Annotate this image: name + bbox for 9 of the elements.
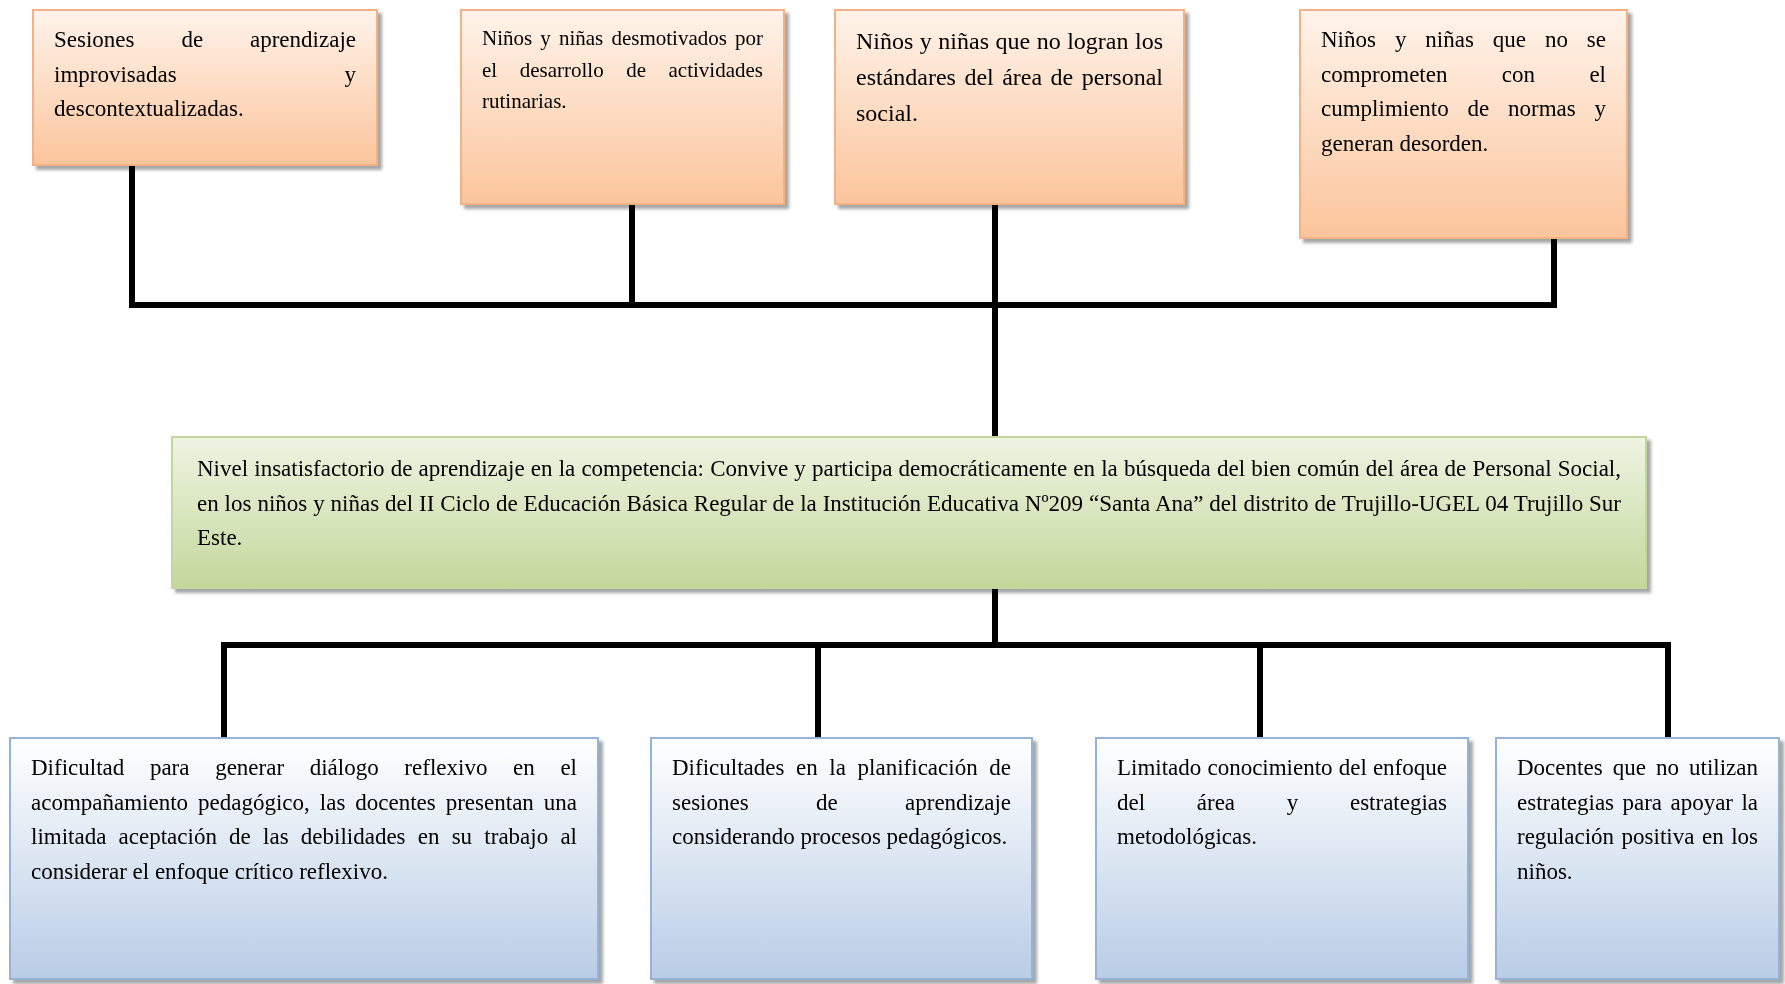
text-box: Limitado conocimiento del enfoque del área y estrategias metodológicas.: [1095, 737, 1469, 980]
text-box: Niños y niñas que no se comprometen con el cumplimiento de normas y generan desorden.: [1299, 9, 1628, 239]
text-box: Dificultad para generar diálogo reflexivo en el acompañamiento pedagógico, las docentes presentan una limitada aceptación de las debilidades en su trabajo al considerar el enfoque crítico reflexivo.: [9, 737, 599, 980]
text-box: Niños y niñas desmotivados por el desarrollo de actividades rutinarias.: [460, 9, 785, 205]
text-box: Nivel insatisfactorio de aprendizaje en la competencia: Convive y participa democráticamente en la búsqueda del bien común del área de Personal Social, en los niños y niñas del II Ciclo de Educación Básica Regular de la Institución Educativa Nº209 “Santa Ana” del distrito de Trujillo-UGEL 04 Trujillo Sur Este.: [171, 436, 1647, 589]
text-box: Dificultades en la planificación de sesiones de aprendizaje considerando procesos pedagógicos.: [650, 737, 1033, 980]
text-box: Docentes que no utilizan estrategias para apoyar la regulación positiva en los niños.: [1495, 737, 1780, 980]
text-box: Niños y niñas que no logran los estándares del área de personal social.: [834, 9, 1185, 205]
text-box: Sesiones de aprendizaje improvisadas y descontextualizadas.: [32, 9, 378, 166]
